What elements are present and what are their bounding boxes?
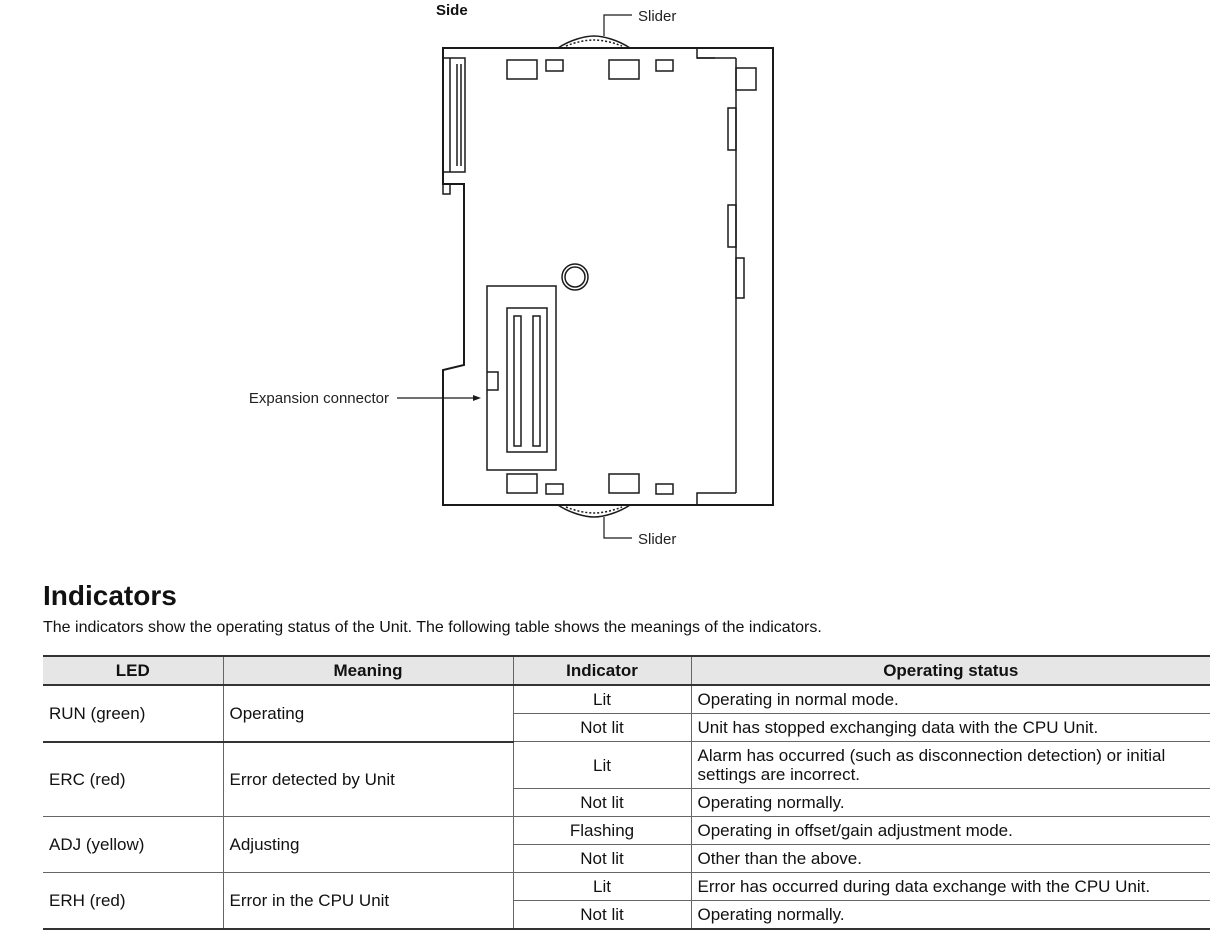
expansion-connector-shape [486,285,557,471]
unit-side-diagram: Side [249,2,774,548]
led-cell: ADJ (yellow) [43,816,223,873]
led-cell: RUN (green) [43,685,223,743]
indicator-cell: Not lit [512,900,691,930]
meaning-cell: Adjusting [222,816,513,873]
slider-top-leader: Slider [603,8,676,36]
indicator-cell: Not lit [512,788,691,817]
status-cell: Operating normally. [690,900,1210,930]
table-row: Not lit Other than the above. [43,844,1210,873]
expansion-connector-leader: Expansion connector [249,390,481,407]
meaning-cell: Error detected by Unit [222,741,513,817]
status-cell: Operating normally. [690,788,1210,817]
header-status: Operating status [690,655,1210,686]
status-cell: Unit has stopped exchanging data with th… [690,713,1210,742]
status-cell: Error has occurred during data exchange … [690,872,1210,901]
table-row: Not lit Operating normally. [43,788,1210,817]
slider-bottom-label: Slider [638,531,676,548]
bottom-components [506,473,674,495]
indicator-cell: Lit [512,741,691,789]
status-cell: Other than the above. [690,844,1210,873]
indicator-cell: Lit [512,685,691,714]
section-intro: The indicators show the operating status… [43,619,822,636]
table-row: Not lit Operating normally. [43,900,1210,930]
slider-top-label: Slider [638,8,676,25]
header-meaning: Meaning [222,655,513,686]
table-row: ERH (red) Error in the CPU Unit Lit Erro… [43,872,1210,930]
meaning-cell: Error in the CPU Unit [222,872,513,930]
section-heading: Indicators [43,580,177,611]
table-row: Not lit Unit has stopped exchanging data… [43,713,1210,742]
table-row: ERC (red) Error detected by Unit Lit Ala… [43,741,1210,817]
unit-body-outline [442,47,774,506]
indicator-cell: Not lit [512,844,691,873]
indicator-table: LED Meaning Indicator Operating status R… [43,655,1210,930]
indicator-cell: Flashing [512,816,691,845]
table-row: RUN (green) Operating Lit Operating in n… [43,685,1210,743]
header-indicator: Indicator [512,655,691,686]
indicator-cell: Not lit [512,713,691,742]
meaning-cell: Operating [222,685,513,743]
slider-bottom-shape [557,504,631,518]
expansion-connector-label: Expansion connector [249,390,389,407]
table-row: ADJ (yellow) Adjusting Flashing Operatin… [43,816,1210,873]
led-cell: ERC (red) [43,741,223,817]
slider-bottom-leader: Slider [603,517,676,548]
din-rail-clip [442,57,466,195]
top-components [506,59,674,80]
slider-top-shape [557,35,631,49]
indicator-cell: Lit [512,872,691,901]
diagram-title: Side [436,2,468,19]
header-led: LED [43,655,223,686]
table-header-row: LED Meaning Indicator Operating status [43,655,1210,686]
mounting-hole [561,263,589,291]
led-cell: ERH (red) [43,872,223,930]
status-cell: Alarm has occurred (such as disconnectio… [690,741,1210,789]
status-cell: Operating in offset/gain adjustment mode… [690,816,1210,845]
status-cell: Operating in normal mode. [690,685,1210,714]
